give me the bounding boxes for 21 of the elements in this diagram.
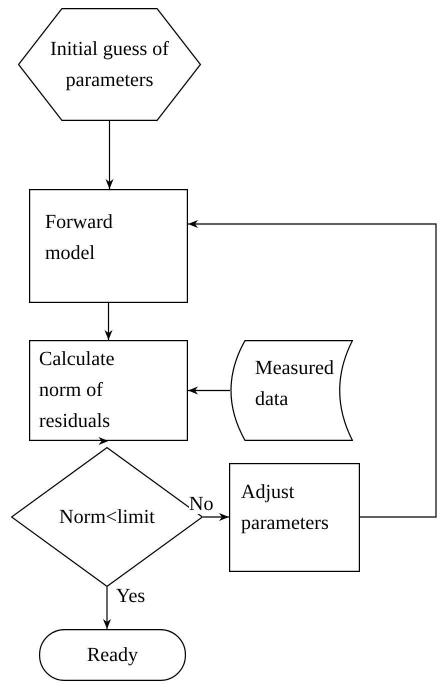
step-label: Ready: [86, 642, 138, 668]
step-label: Initial guess of parameters: [50, 36, 169, 92]
start-hexagon: [18, 8, 201, 121]
process-box: [29, 189, 188, 303]
arrow: [106, 121, 114, 189]
process-box: [229, 463, 360, 572]
process-box: [29, 340, 188, 441]
terminal-shape: [39, 629, 186, 681]
arrow: [203, 513, 229, 521]
step-label: Calculate norm of residuals: [39, 347, 116, 434]
arrow: [188, 220, 437, 518]
arrow: [188, 386, 230, 394]
step-label: Adjust parameters: [241, 480, 330, 536]
data-store-shape: [230, 340, 353, 441]
step-label: Measured data: [255, 356, 334, 412]
step-label: Forward model: [45, 210, 114, 266]
step-label: Norm<limit: [59, 504, 155, 530]
arrow: [104, 303, 112, 340]
arrow: [98, 437, 110, 445]
arrow: [103, 587, 111, 629]
edge-label: No: [189, 494, 214, 514]
